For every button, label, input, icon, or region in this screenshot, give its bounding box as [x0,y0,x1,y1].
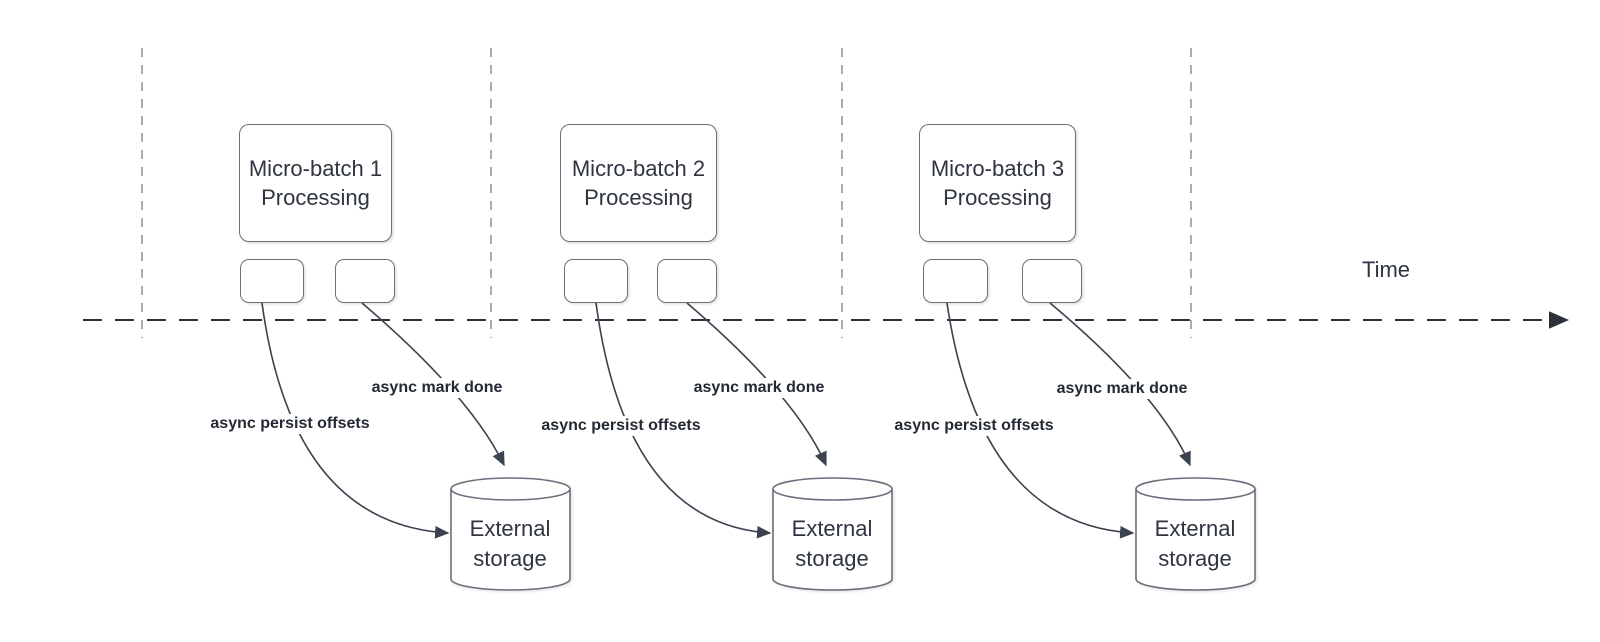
storage-label-1-line2: storage [473,546,547,571]
storage-label-1: External storage [440,514,580,574]
microbatch-1-title-line2: Processing [261,185,370,210]
storage-label-2-line2: storage [795,546,869,571]
connector-persist-offsets-3 [946,302,1135,539]
time-axis-label: Time [1361,257,1411,282]
microbatch-2-mark-done-task-box [657,259,717,303]
microbatch-1-mark-done-task-box [335,259,395,303]
external-storage-cylinder-1 [450,477,571,591]
microbatch-3-title-line1: Micro-batch 3 [930,156,1065,181]
microbatch-3-title-line2: Processing [943,185,1052,210]
mark-done-label-2: async mark done [689,378,829,398]
mark-done-label-1: async mark done [367,378,507,398]
connector-persist-offsets-1 [261,302,450,539]
microbatch-2-persist-task-box [564,259,628,303]
microbatch-3-processing-box: Micro-batch 3 Processing [919,124,1076,242]
microbatch-2-title-line2: Processing [584,185,693,210]
microbatch-3-mark-done-task-box [1022,259,1082,303]
microbatch-2-processing-box: Micro-batch 2 Processing [560,124,717,242]
storage-label-3: External storage [1125,514,1265,574]
microbatch-1-persist-task-box [240,259,304,303]
microbatch-1-processing-box: Micro-batch 1 Processing [239,124,392,242]
storage-label-2-line1: External [791,516,873,541]
storage-label-3-line1: External [1154,516,1236,541]
external-storage-cylinder-2 [772,477,893,591]
persist-offsets-label-3: async persist offsets [890,416,1058,436]
persist-offsets-label-2: async persist offsets [537,416,705,436]
storage-label-1-line1: External [469,516,551,541]
external-storage-cylinder-3 [1135,477,1256,591]
mark-done-label-3: async mark done [1052,379,1192,399]
microbatch-3-persist-task-box [923,259,988,303]
storage-label-3-line2: storage [1158,546,1232,571]
microbatch-1-title-line1: Micro-batch 1 [248,156,383,181]
storage-label-2: External storage [762,514,902,574]
connector-persist-offsets-2 [595,302,772,539]
microbatch-2-title-line1: Micro-batch 2 [571,156,706,181]
persist-offsets-label-1: async persist offsets [206,414,374,434]
